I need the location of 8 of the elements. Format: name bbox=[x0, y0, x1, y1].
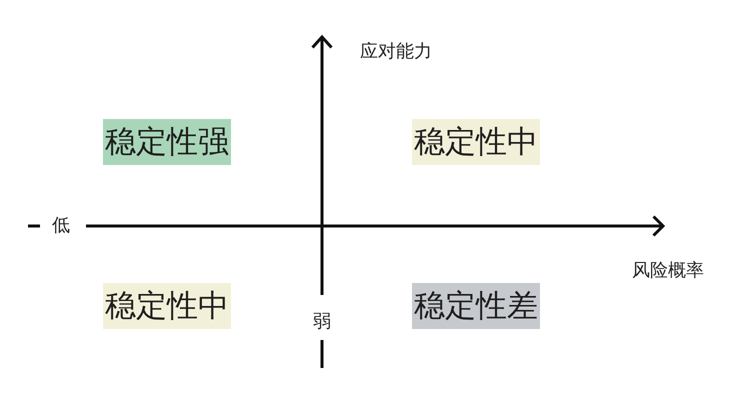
quadrant-label: 稳定性中 bbox=[103, 283, 231, 329]
axis-label: 弱 bbox=[313, 313, 331, 331]
axis-label: 应对能力 bbox=[360, 43, 432, 61]
quadrant-label: 稳定性强 bbox=[103, 119, 231, 165]
quadrant-label: 稳定性中 bbox=[412, 119, 540, 165]
axis-label: 风险概率 bbox=[632, 262, 704, 280]
axis-label: 低 bbox=[52, 217, 70, 235]
quadrant-label: 稳定性差 bbox=[412, 283, 540, 329]
